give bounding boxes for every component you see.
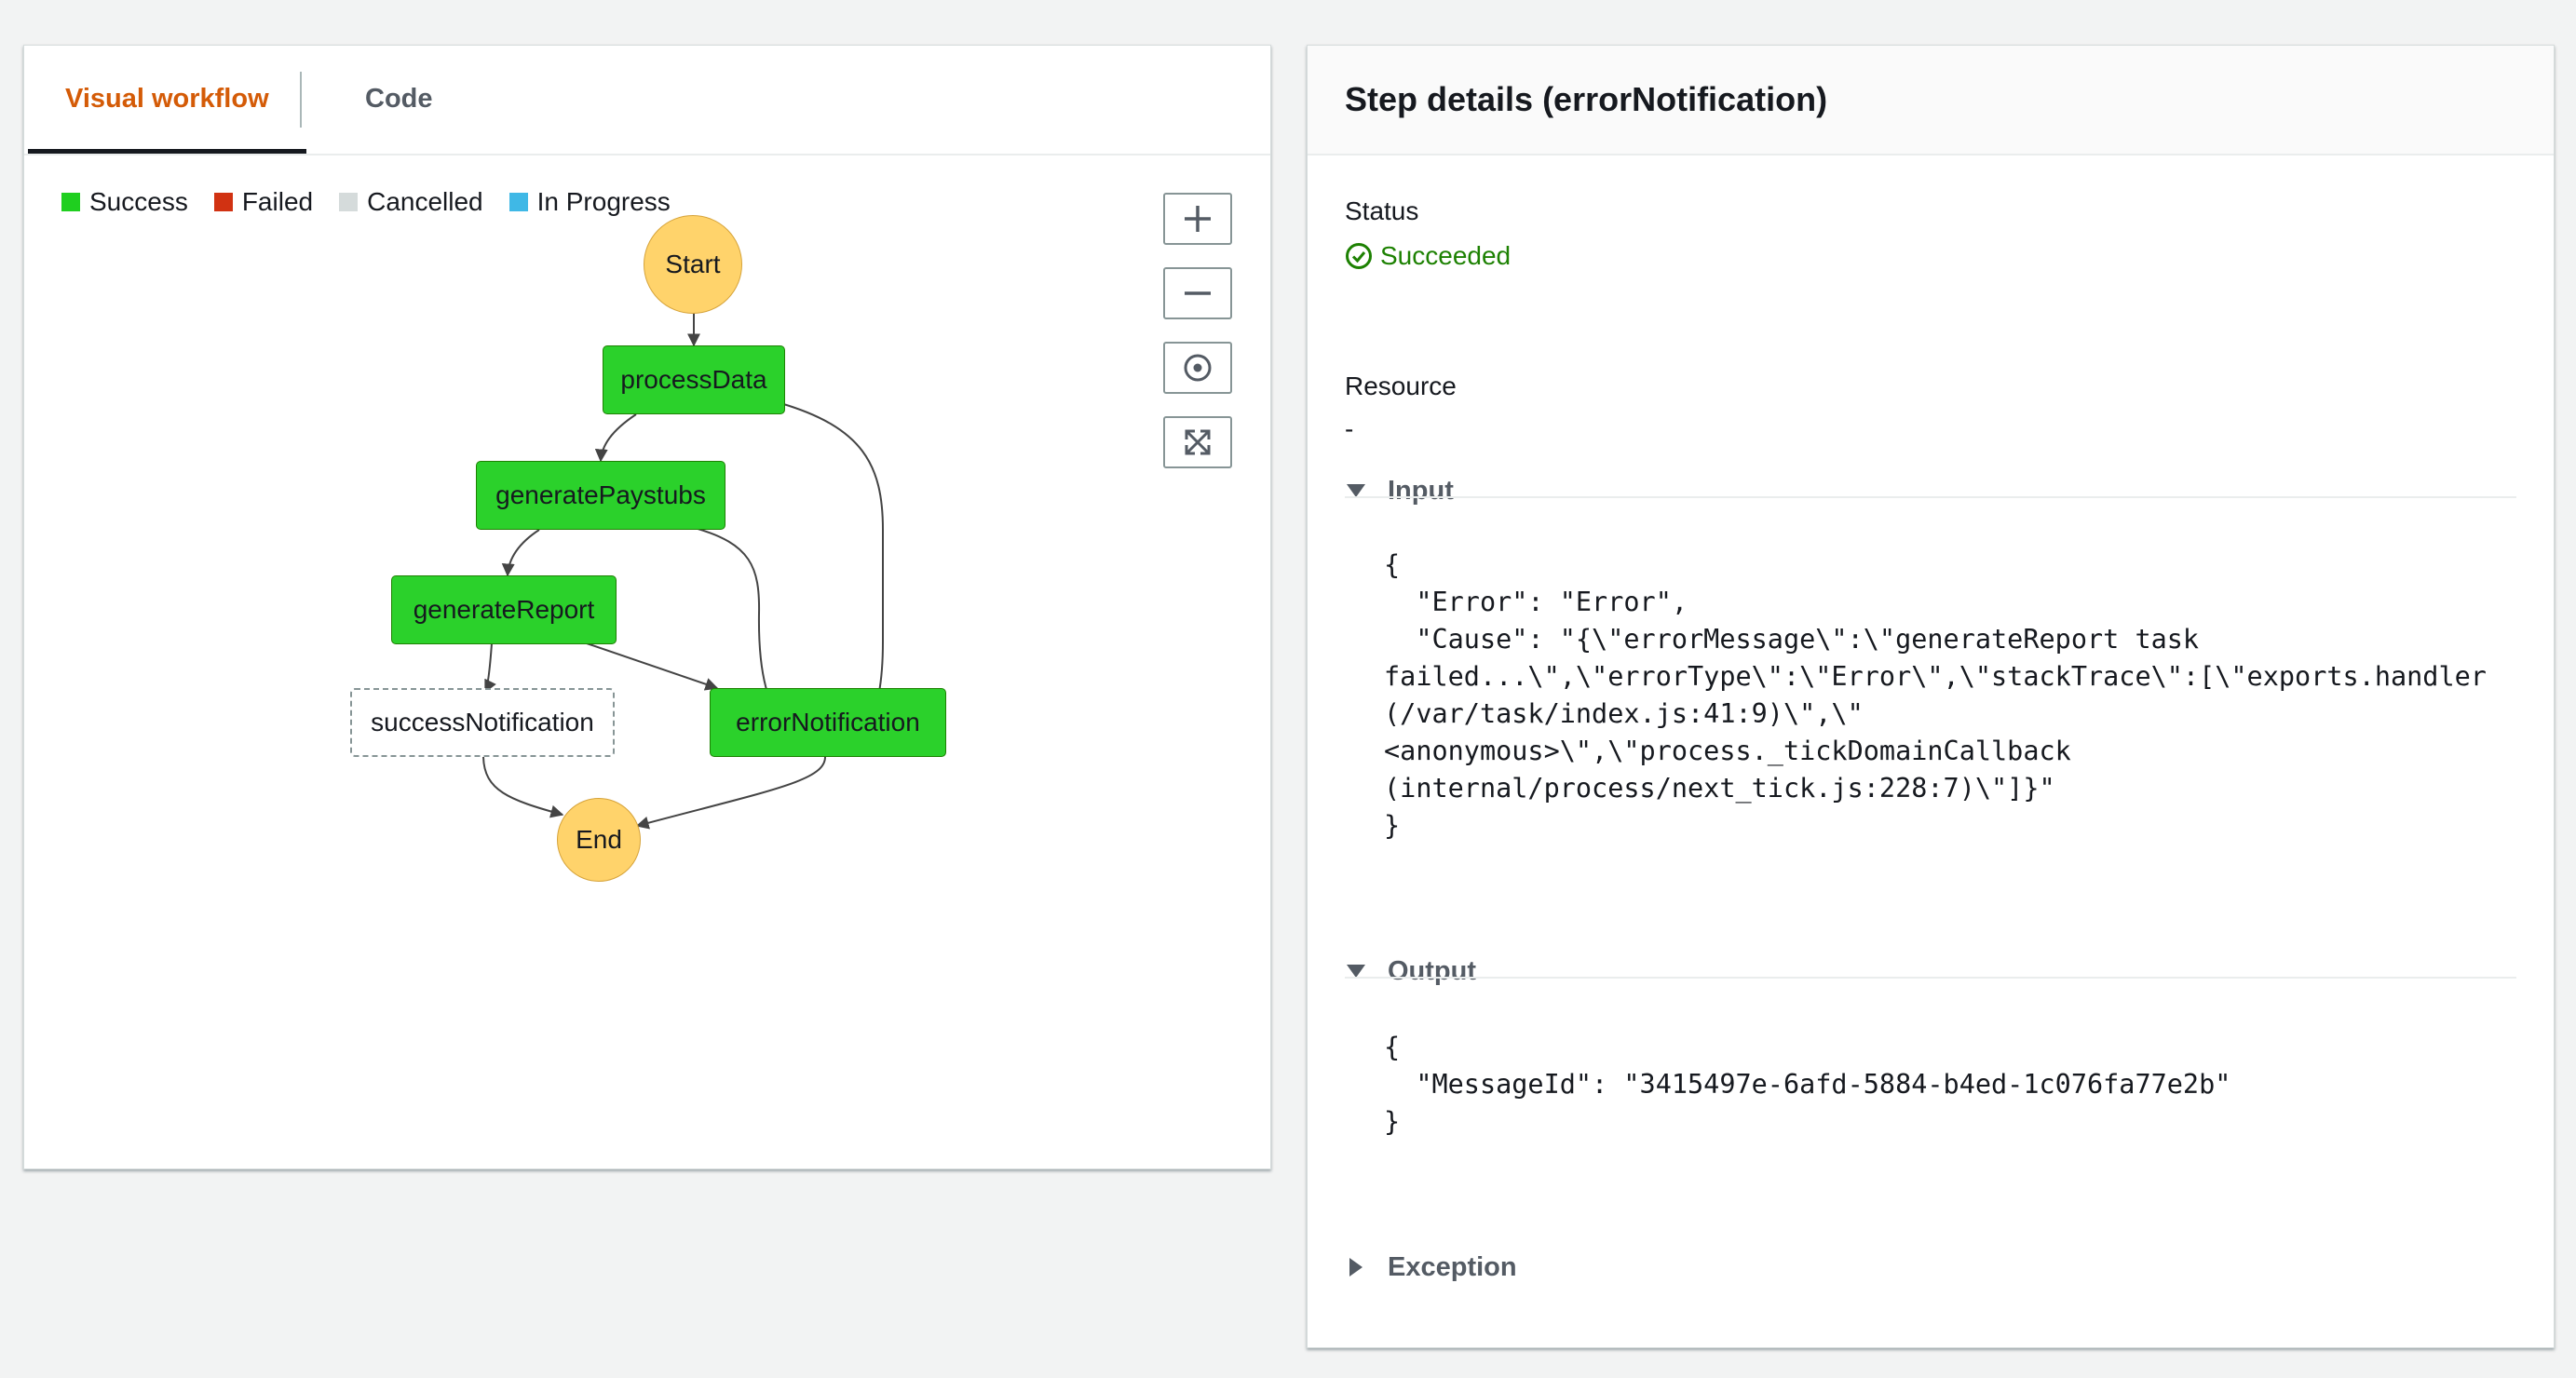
node-successNotification[interactable]: successNotification <box>350 688 615 757</box>
exception-section-toggle[interactable]: Exception <box>1345 1247 2516 1288</box>
caret-right-icon <box>1345 1257 1367 1277</box>
tab-visual-workflow[interactable]: Visual workflow <box>28 46 306 154</box>
legend-success: Success <box>61 187 188 217</box>
legend-in-progress: In Progress <box>508 187 671 217</box>
node-start[interactable]: Start <box>644 215 742 314</box>
tab-code[interactable]: Code <box>365 84 433 114</box>
status-label: Status <box>1345 196 1419 225</box>
node-errorNotification[interactable]: errorNotification <box>710 688 946 757</box>
tab-divider <box>300 72 302 128</box>
legend-swatch-cancelled <box>339 193 359 211</box>
node-generateReport[interactable]: generateReport <box>391 575 617 644</box>
edge-generatePaystubs-generateReport <box>501 529 540 577</box>
workflow-graph-edges <box>482 311 884 830</box>
section-divider <box>1345 977 2516 979</box>
node-processData[interactable]: processData <box>603 345 785 414</box>
legend-label: Cancelled <box>367 187 483 216</box>
legend-swatch-failed <box>213 193 233 211</box>
legend-label: Failed <box>241 187 314 216</box>
status-text: Succeeded <box>1380 241 1512 270</box>
exception-section-label: Exception <box>1388 1251 1517 1282</box>
step-details-header: Step details (errorNotification) <box>1308 46 2554 155</box>
edge-processData-errorNotification <box>780 402 884 731</box>
caret-down-icon <box>1345 963 1367 979</box>
legend-failed: Failed <box>213 187 314 217</box>
edge-successNotification-end <box>482 756 564 818</box>
step-details-title: Step details (errorNotification) <box>1345 80 1828 118</box>
status-legend: Success Failed Cancelled In Progress <box>61 185 697 219</box>
section-divider <box>1345 496 2516 498</box>
plus-icon <box>1185 206 1211 232</box>
node-generatePaystubs[interactable]: generatePaystubs <box>476 461 725 530</box>
step-details-panel: Step details (errorNotification) Status … <box>1307 45 2555 1348</box>
status-value: Succeeded <box>1345 241 1511 271</box>
edge-generateReport-successNotification <box>484 642 496 694</box>
output-section-label: Output <box>1388 955 1477 986</box>
legend-cancelled: Cancelled <box>339 187 483 217</box>
edge-generateReport-errorNotification <box>586 642 719 691</box>
legend-label: Success <box>89 187 188 216</box>
edge-errorNotification-end <box>635 756 826 830</box>
output-section-toggle[interactable]: Output <box>1345 951 2516 992</box>
check-circle-icon <box>1346 243 1372 269</box>
tab-bar: Visual workflow Code <box>24 46 1270 155</box>
resource-value: - <box>1345 414 1354 443</box>
target-icon <box>1184 354 1212 382</box>
expand-icon <box>1185 429 1211 455</box>
node-end[interactable]: End <box>557 798 641 882</box>
edge-processData-generatePaystubs <box>594 413 637 463</box>
minus-icon <box>1185 291 1211 295</box>
resource-label: Resource <box>1345 372 1457 400</box>
legend-swatch-success <box>61 193 80 211</box>
input-json: { "Error": "Error", "Cause": "{\"errorMe… <box>1384 549 2487 841</box>
center-button[interactable] <box>1163 342 1232 394</box>
legend-label: In Progress <box>536 187 671 216</box>
input-section-toggle[interactable]: Input <box>1345 470 2516 511</box>
fit-to-screen-button[interactable] <box>1163 416 1232 468</box>
legend-swatch-in-progress <box>508 193 528 211</box>
zoom-in-button[interactable] <box>1163 193 1232 245</box>
visual-workflow-panel: Visual workflow Code Success Failed Canc… <box>23 45 1271 1169</box>
input-section-label: Input <box>1388 475 1454 506</box>
output-json: { "MessageId": "3415497e-6afd-5884-b4ed-… <box>1384 1032 2231 1137</box>
zoom-out-button[interactable] <box>1163 267 1232 319</box>
caret-down-icon <box>1345 482 1367 499</box>
